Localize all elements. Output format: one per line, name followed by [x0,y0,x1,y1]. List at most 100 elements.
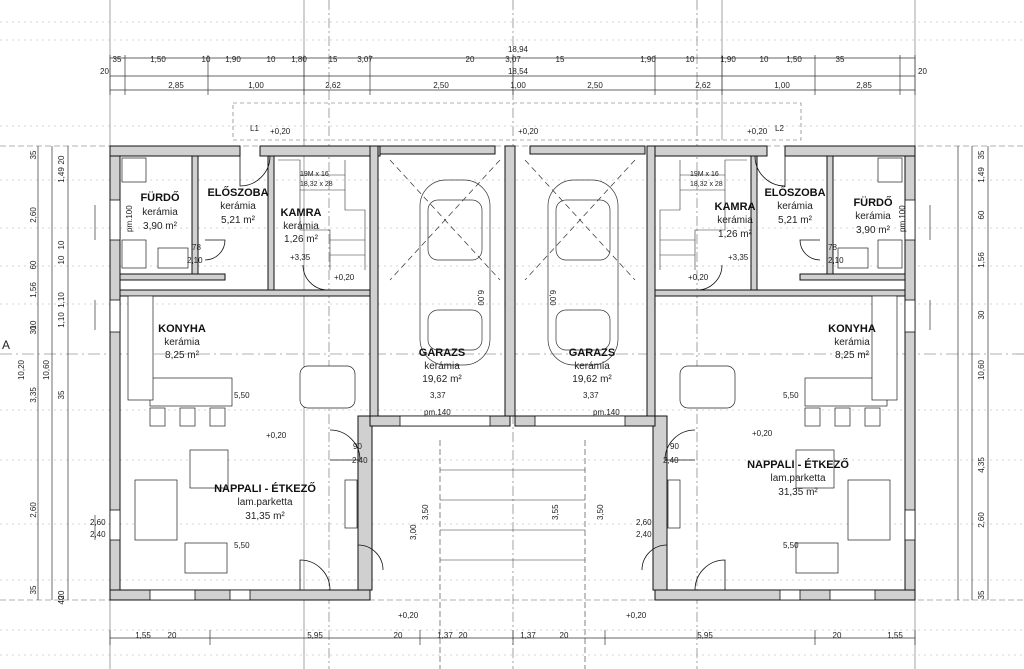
room-area: 5,21 m² [221,215,256,226]
stair-right-label: 19M x 16 [690,171,719,178]
dimension-label: 10 [29,320,38,329]
level-right-kitchen: +0,20 [688,273,709,282]
dimension-label: 4,35 [977,457,986,473]
room-material: kerámia [142,207,178,218]
d210-right: 2,10 [828,256,844,265]
dimension-label: 1,50 [786,55,802,64]
dimension-label: 2,62 [325,81,341,90]
dimension-label: 1,55 [135,631,151,640]
dimension-label: 2,50 [433,81,449,90]
level-left-kitchen: +0,20 [334,273,355,282]
room-area: 1,26 m² [284,234,319,245]
room-konyha-left: KONYHA kerámia 8,25 m² [158,323,206,361]
d350-left: 3,50 [421,504,430,520]
room-name: NAPPALI - ÉTKEZŐ [747,458,849,471]
room-area: 19,62 m² [422,374,462,385]
d240-left: 2,40 [352,456,368,465]
stairs [278,159,747,270]
entrance-steps [439,440,586,669]
room-name: FÜRDŐ [853,196,893,209]
dimension-label: 35 [836,55,845,64]
dimension-label: 20 [168,631,177,640]
garage-features [389,159,636,366]
d78-right: 78 [828,243,837,252]
dimension-label: 30 [977,310,986,319]
room-area: 19,62 m² [572,374,612,385]
room-material: kerámia [855,211,891,222]
doors [204,155,821,591]
dimension-label: 1,50 [150,55,166,64]
room-garazs-left: GARAZS kerámia 19,62 m² [419,347,465,385]
room-area: 8,25 m² [165,350,200,361]
level-mid-plus: +0,20 [518,127,539,136]
room-material: kerámia [574,361,610,372]
dimension-label: 10 [57,255,66,264]
d260-left: 2,60 [90,518,106,527]
dimension-label: 10 [202,55,211,64]
dimension-label: 1,37 [437,631,453,640]
dimension-label: 1,55 [887,631,903,640]
room-material: kerámia [777,201,813,212]
stair-right-sub: 18,32 x 28 [690,181,723,188]
dimension-label: 2,62 [695,81,711,90]
room-material: lam.parketta [770,473,825,484]
dimension-label: 10 [57,240,66,249]
dimension-label: 60 [29,260,38,269]
dim-overall2: 18,54 [508,67,529,76]
dimension-label: 1,90 [225,55,241,64]
dimension-label: 20 [57,590,66,599]
dim-overall: 18,94 [508,45,529,54]
room-labels: FÜRDŐ kerámia 3,90 m² ELŐSZOBA kerámia 5… [140,186,893,522]
pm140-left: pm.140 [424,408,451,417]
dimension-label: 20 [560,631,569,640]
level-left-living: +0,20 [266,431,287,440]
pm100-left: pm.100 [125,205,134,232]
dimension-label: 1,00 [774,81,790,90]
dimension-label: 20 [833,631,842,640]
room-eloszoba-right: ELŐSZOBA kerámia 5,21 m² [764,186,825,226]
dimension-label: 20 [466,55,475,64]
room-material: kerámia [717,215,753,226]
room-nappali-left: NAPPALI - ÉTKEZŐ lam.parketta 31,35 m² [214,482,316,522]
dimension-label: 35 [29,150,38,159]
dimension-label: 10,20 [17,359,26,380]
level-l2: L2 [775,124,784,133]
d78-left: 78 [192,243,201,252]
dimension-label: 3,35 [29,387,38,403]
dimension-label: 1,00 [510,81,526,90]
room-eloszoba-left: ELŐSZOBA kerámia 5,21 m² [207,186,268,226]
dimension-label: 3,07 [357,55,373,64]
d300-left: 3,00 [409,524,418,540]
room-name: NAPPALI - ÉTKEZŐ [214,482,316,495]
room-material: kerámia [283,221,319,232]
dimension-label: 15 [556,55,565,64]
room-material: kerámia [220,201,256,212]
dimension-label: 1,37 [520,631,536,640]
dimension-label: 2,85 [856,81,872,90]
d350-right: 3,50 [596,504,605,520]
dimension-label: 2,60 [29,207,38,223]
dimension-label: 10,60 [977,359,986,380]
dimension-label: 2,85 [168,81,184,90]
dimension-label: 35 [977,150,986,159]
room-name: KONYHA [828,323,876,335]
dimension-label: 30 [29,325,38,334]
dimension-label: 15 [329,55,338,64]
dimension-label: 1,00 [248,81,264,90]
dimension-label: 10 [267,55,276,64]
d210-left: 2,10 [187,256,203,265]
dimension-label: 2,60 [29,502,38,518]
level-kamra-left: +3,35 [290,253,311,262]
room-kamra-right: KAMRA kerámia 1,26 m² [715,201,756,240]
section-marker: A [2,338,10,352]
dim-edge-right: 20 [918,67,927,76]
dimension-label: 35 [57,390,66,399]
dimension-label: 35 [113,55,122,64]
level-right-living: +0,20 [752,429,773,438]
room-area: 5,21 m² [778,215,813,226]
dimension-label: 20 [394,631,403,640]
